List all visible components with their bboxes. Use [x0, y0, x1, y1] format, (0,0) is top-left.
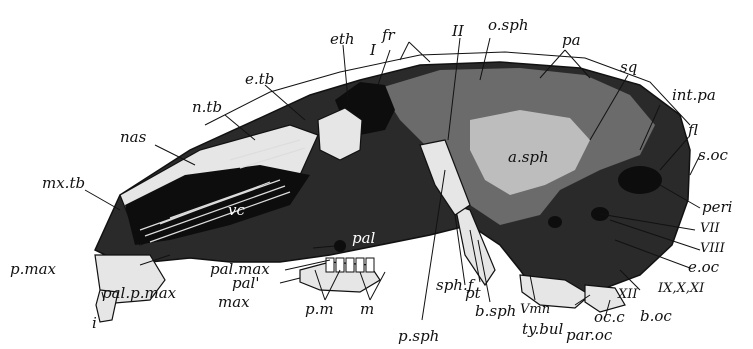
label-II: II [451, 22, 465, 40]
label-m: m [360, 300, 374, 318]
label-I-visible: I [369, 41, 377, 59]
label-peri: peri [702, 198, 733, 216]
label-e-tb: e.tb [245, 70, 274, 88]
label-fr: fr [381, 26, 396, 44]
periotic-fenestra [618, 166, 662, 194]
label-pt: pt [465, 284, 482, 302]
label-VIII: VIII [700, 241, 726, 256]
label-o-sph: o.sph [488, 16, 529, 34]
label-e-oc: e.oc [688, 258, 720, 276]
label-fl: fl [687, 121, 698, 139]
foramen-vii [548, 216, 562, 228]
label-mx-tb: mx.tb [42, 174, 85, 192]
label-XII: XII [617, 287, 638, 302]
label-VII: VII [700, 221, 721, 236]
label-Vmn: Vmn [520, 302, 550, 317]
label-sq: sq [620, 58, 637, 76]
label-IX-X-XI: IX,X,XI [657, 281, 705, 296]
label-pal1: pal' [232, 274, 259, 292]
label-pal-p-max: pal.p.max [102, 284, 177, 302]
label-pal: pal [352, 229, 376, 247]
label-p-max: p.max [10, 260, 57, 278]
label-p-sph: p.sph [398, 327, 439, 345]
label-vc: vc [228, 201, 245, 219]
label-int-pa: int.pa [672, 86, 716, 104]
skull-drawing [95, 52, 690, 322]
label-pa: pa [562, 31, 581, 49]
label-eth: eth [330, 30, 355, 48]
label-s-oc: s.oc [698, 146, 728, 164]
label-par-oc: par.oc [566, 326, 613, 344]
label-oc-c: oc.c [594, 308, 625, 326]
label-b-oc: b.oc [640, 307, 672, 325]
teeth [326, 258, 374, 272]
label-max: max [218, 293, 250, 311]
label-nas: nas [120, 128, 147, 146]
label-a-sph: a.sph [508, 148, 549, 166]
palatine-foramen [334, 240, 346, 252]
label-n-tb: n.tb [192, 98, 222, 116]
label-ty-bul: ty.bul [522, 320, 564, 338]
label-p-m: p.m [305, 300, 334, 318]
label-i: i [92, 314, 97, 332]
label-b-sph: b.sph [475, 302, 516, 320]
